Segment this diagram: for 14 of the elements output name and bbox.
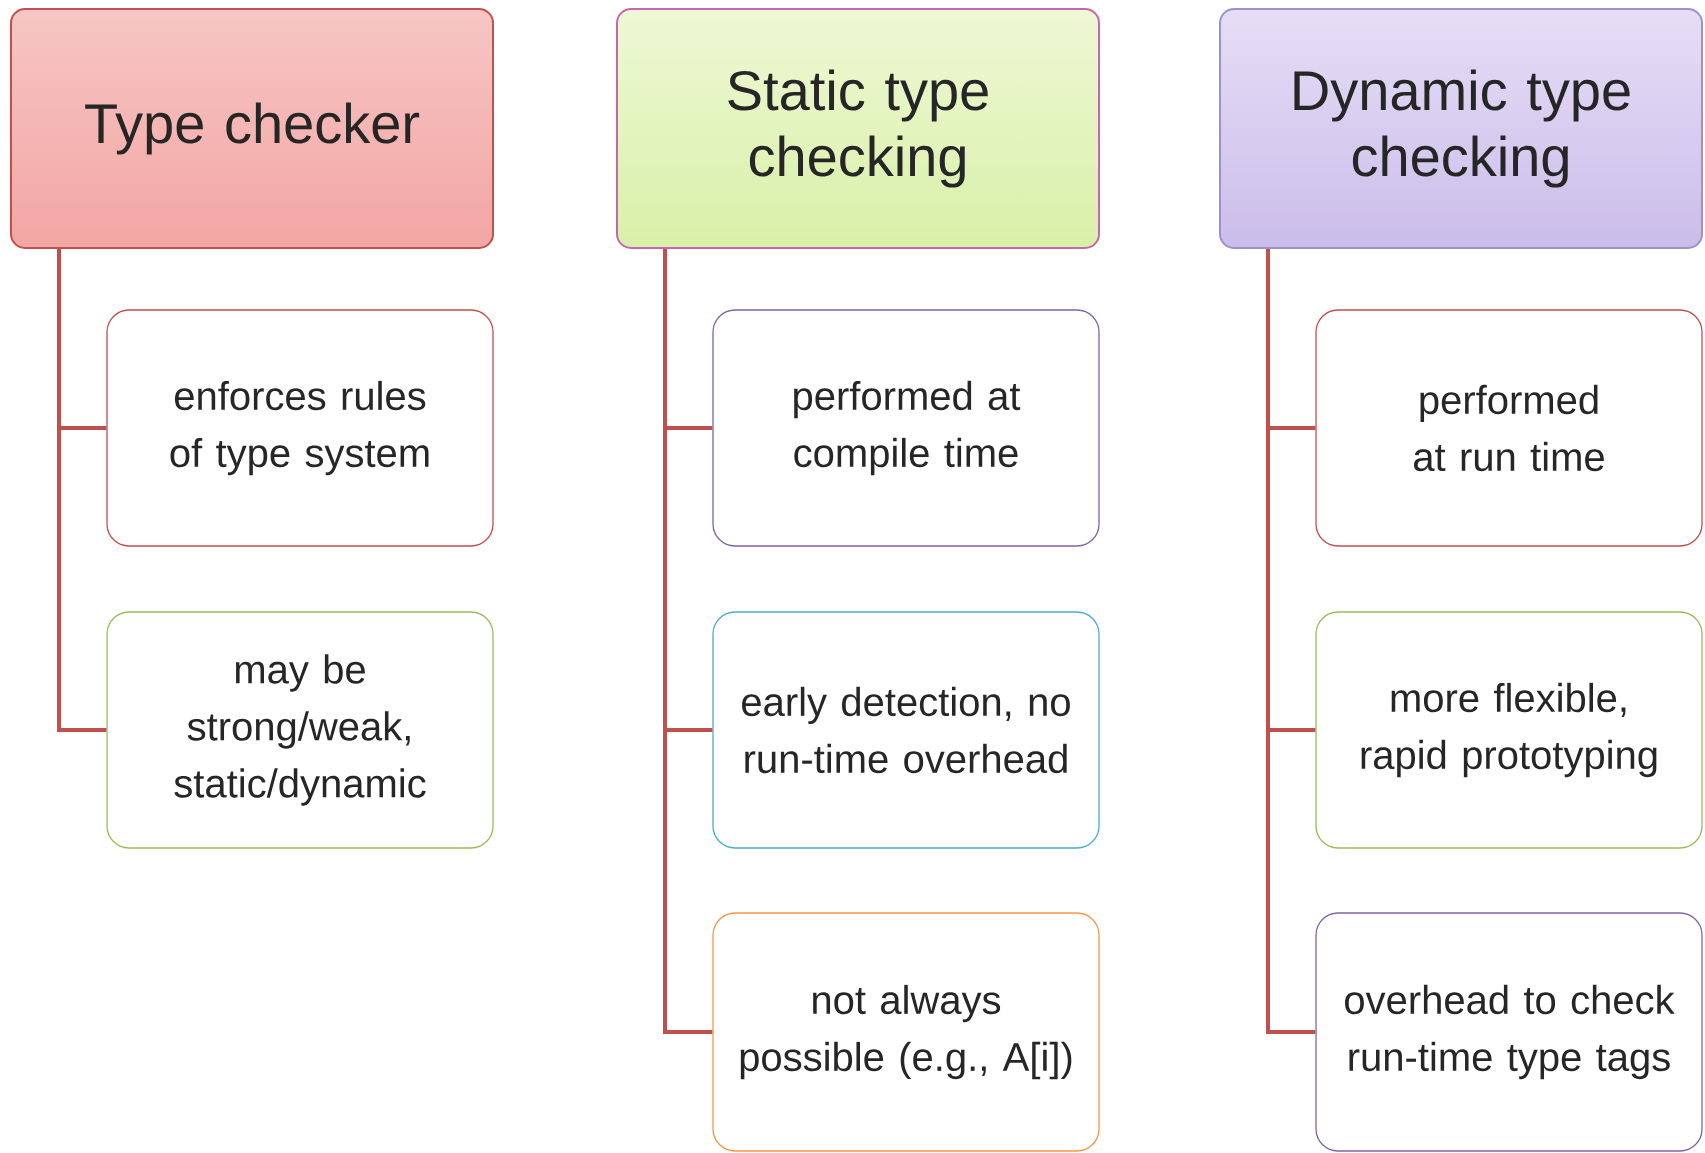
heading-box: Static type checking [616,8,1100,249]
text-box: may be strong/weak, static/dynamic [106,611,494,849]
connector-line [57,249,107,732]
text-box: enforces rules of type system [106,309,494,547]
connector-line [1266,249,1316,1034]
text-box: not always possible (e.g., A[i]) [712,912,1100,1152]
text-box: performed at run time [1315,309,1703,547]
text-box: performed at compile time [712,309,1100,547]
text-box: more flexible, rapid prototyping [1315,611,1703,849]
heading-box: Type checker [10,8,494,249]
connector-line [663,249,713,1034]
text-box: early detection, no run-time overhead [712,611,1100,849]
heading-box: Dynamic type checking [1219,8,1703,249]
text-box: overhead to check run-time type tags [1315,912,1703,1152]
